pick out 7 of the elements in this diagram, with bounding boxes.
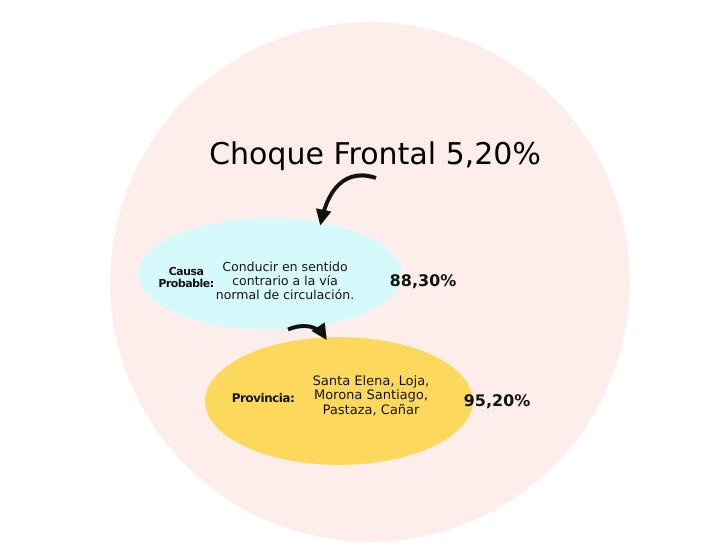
curved-arrow	[316, 174, 377, 226]
field-label: Provincia:	[230, 392, 296, 406]
field-label: Causa Probable:	[157, 266, 215, 290]
curved-arrow	[287, 322, 327, 340]
heading-text: Choque Frontal 5,20%	[195, 132, 555, 178]
percentage-text: 88,30%	[388, 272, 458, 290]
province-list: Santa Elena, Loja, Morona Santiago, Pastaza, Cañar	[303, 375, 439, 418]
